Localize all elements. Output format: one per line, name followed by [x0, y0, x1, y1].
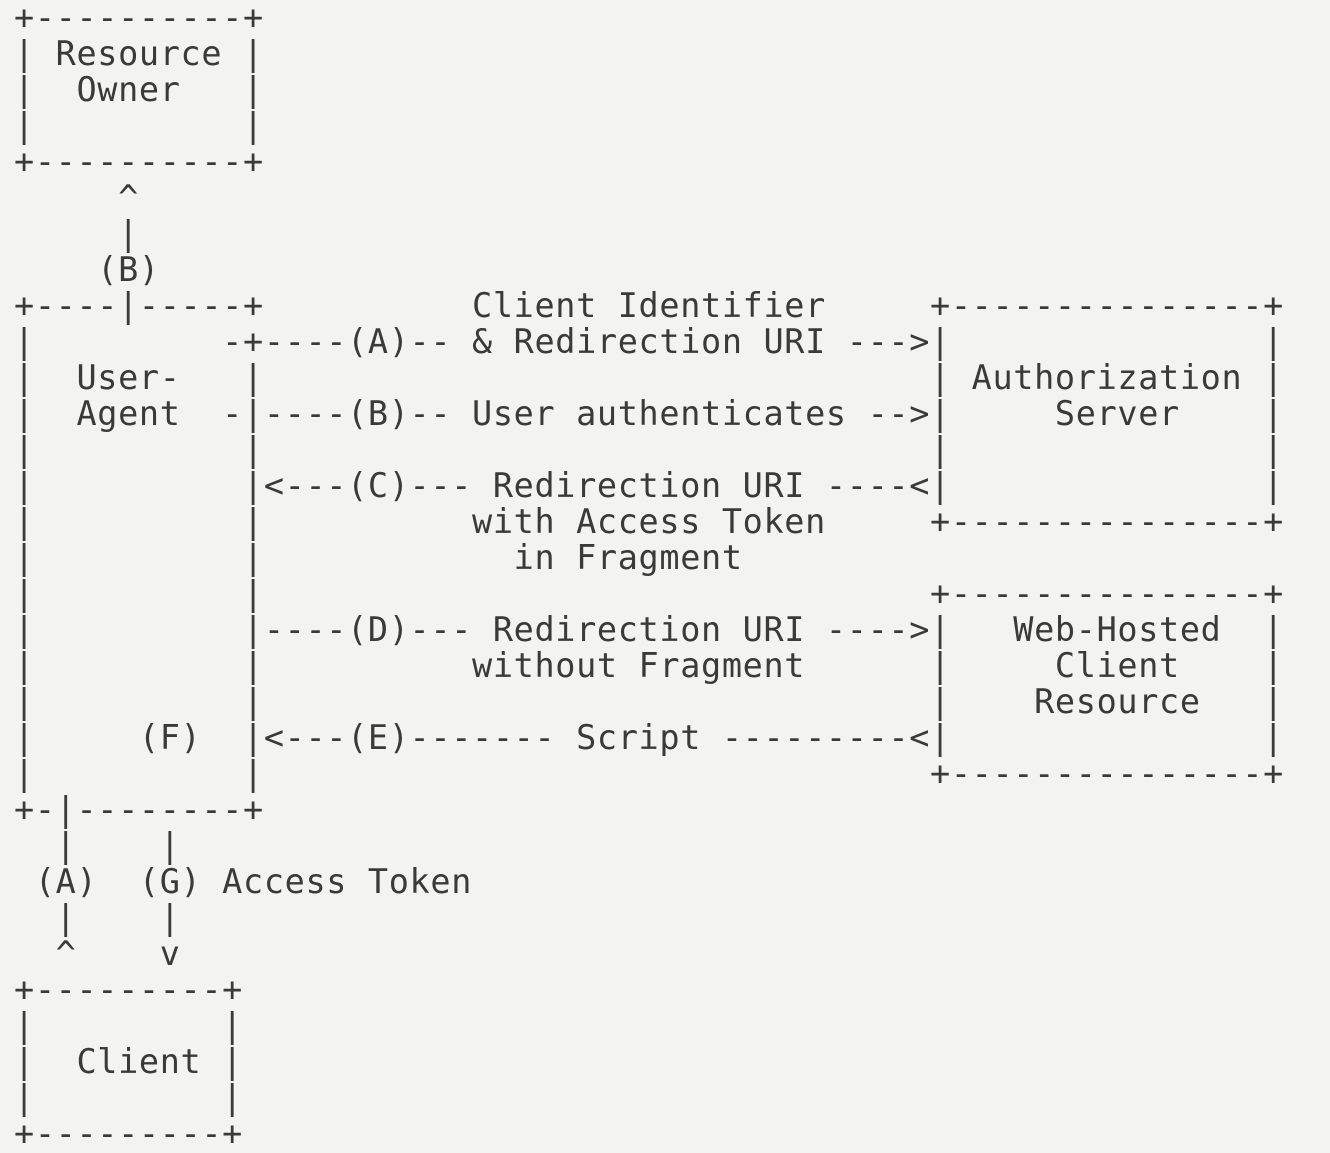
web-hosted-box-bottom: | | +---------------+ — [14, 754, 1284, 793]
step-c-arrow: | |<---(C)--- Redirection URI ----<| | — [14, 466, 1284, 505]
resource-owner-label-1: | Resource | — [14, 34, 264, 73]
step-a-g-labels: (A) (G) Access Token — [14, 862, 473, 901]
step-b-label: (B) — [14, 250, 160, 289]
step-c-label-2: | | with Access Token +---------------+ — [14, 502, 1284, 541]
step-b-arrow: | Agent -|----(B)-- User authenticates -… — [14, 394, 1284, 433]
connector-line: | — [14, 214, 139, 253]
step-d-label-2: | | without Fragment | Client | — [14, 646, 1284, 685]
resource-owner-box-bottom: +----------+ — [14, 142, 264, 181]
arrow-heads: ^ v — [14, 934, 181, 973]
client-box-top: +---------+ — [14, 970, 244, 1009]
client-box-bottom: +---------+ — [14, 1114, 244, 1153]
connector-lines-2: | | — [14, 898, 181, 937]
user-agent-label-1: | User- | | Authorization | — [14, 358, 1284, 397]
web-hosted-box-top: | | +---------------+ — [14, 574, 1284, 613]
step-c-label-3: | | in Fragment — [14, 538, 743, 577]
user-agent-box-bottom: +-|--------+ — [14, 790, 264, 829]
arrow-up-to-resource-owner: ^ — [14, 178, 139, 217]
step-a-arrow: | -+----(A)-- & Redirection URI --->| | — [14, 322, 1284, 361]
resource-owner-label-2: | Owner | — [14, 70, 264, 109]
client-box-side-2: | | — [14, 1078, 244, 1117]
step-d-arrow: | |----(D)--- Redirection URI ---->| Web… — [14, 610, 1284, 649]
connector-lines: | | — [14, 826, 181, 865]
step-e-arrow: | (F) |<---(E)------- Script ---------<|… — [14, 718, 1284, 757]
resource-owner-box-top: +----------+ — [14, 0, 264, 37]
resource-owner-box-side: | | — [14, 106, 264, 145]
client-box-side: | | — [14, 1006, 244, 1045]
user-agent-box-top: +----|-----+ Client Identifier +--------… — [14, 286, 1284, 325]
box-sides: | | | | — [14, 430, 1284, 469]
web-hosted-label-3: | | | Resource | — [14, 682, 1284, 721]
client-label: | Client | — [14, 1042, 244, 1081]
